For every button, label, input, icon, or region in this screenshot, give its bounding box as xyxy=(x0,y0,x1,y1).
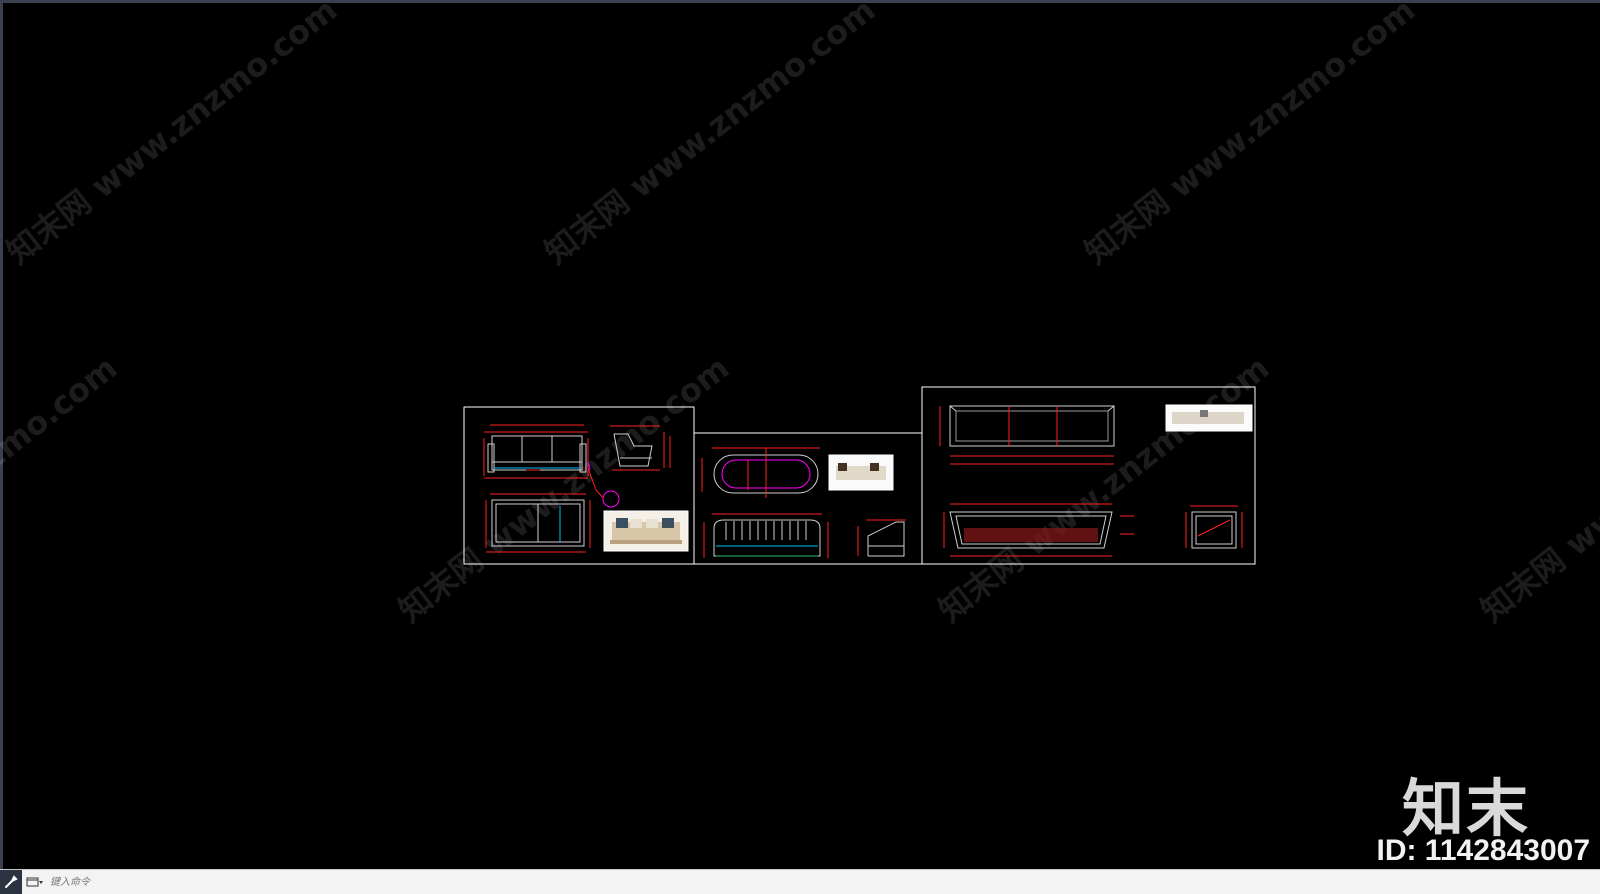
command-line-bar xyxy=(0,869,1600,894)
drawing-sheet-1[interactable] xyxy=(463,406,695,565)
asset-id-label: ID: 1142843007 xyxy=(1376,834,1590,867)
viewport-border-top xyxy=(0,0,1600,3)
drawing-sheet-2[interactable] xyxy=(693,432,923,565)
viewport-border-left xyxy=(0,0,3,869)
brand-logo: 知末 xyxy=(1401,772,1530,845)
wrench-icon[interactable] xyxy=(0,870,22,894)
cad-drawing-sheets[interactable] xyxy=(0,0,1600,869)
command-input[interactable] xyxy=(50,872,650,892)
drawing-sheet-3[interactable] xyxy=(921,386,1256,565)
cad-model-space[interactable]: 知末网 www.znzmo.com 知末网 www.znzmo.com 知末网 … xyxy=(0,0,1600,869)
command-history-icon[interactable] xyxy=(24,872,46,892)
